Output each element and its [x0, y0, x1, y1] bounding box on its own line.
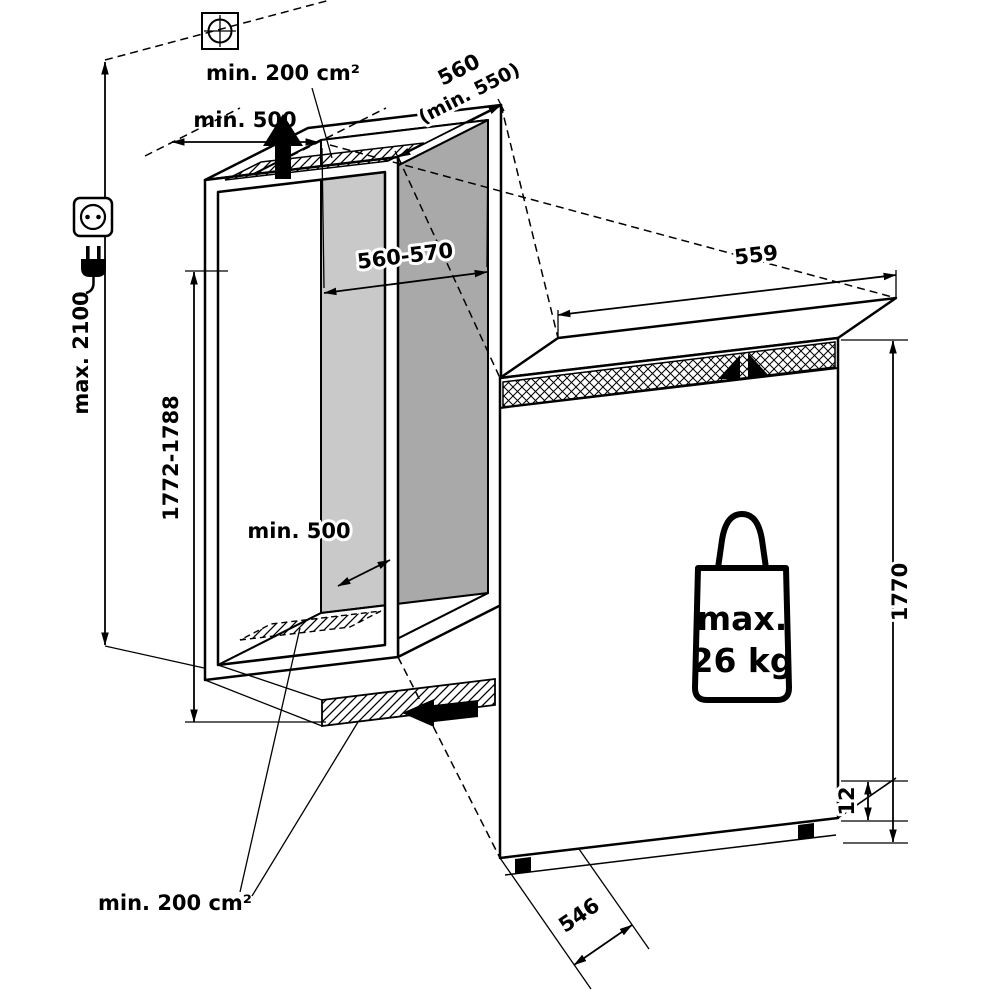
- socket-pin-hole-left: [85, 214, 90, 220]
- bottom-vent-leader-plinth: [251, 721, 359, 897]
- niche-height-label: 1772-1788: [159, 395, 183, 521]
- weight-value-label: 26 kg: [691, 641, 794, 680]
- floor-tie-line: [104, 645, 205, 669]
- plug-pin-left: [86, 246, 90, 259]
- socket-icon: [72, 196, 114, 238]
- floor-clearance-dim-line: [337, 559, 391, 587]
- niche-depth-dim-line: [397, 104, 502, 158]
- clearance-ext-right: [290, 107, 387, 157]
- top-vent-label: min. 200 cm²: [206, 61, 360, 85]
- appliance-base-line: [504, 834, 837, 876]
- plug-pin-right: [97, 246, 101, 259]
- floor-vent-area: [239, 610, 382, 641]
- appliance-foot-right: [798, 823, 814, 840]
- alignment-line-back: [500, 104, 559, 339]
- clearance-ext-left: [144, 107, 241, 157]
- appliance: max. 26 kg: [498, 296, 898, 876]
- alignment-line-front: [397, 156, 501, 379]
- door-top-gap-line: [499, 367, 839, 409]
- appliance-depth-ext-front: [499, 857, 592, 990]
- construction-lines: [104, 0, 897, 859]
- top-vent-leader: [311, 87, 333, 159]
- floor-clearance-label: min. 500: [247, 519, 350, 543]
- appliance-foot-left: [515, 857, 531, 874]
- register-mark-icon: [201, 12, 239, 50]
- plug-cord: [85, 277, 95, 295]
- door-weight-icon: max. 26 kg: [691, 511, 794, 703]
- airflow-out-arrow-icon: [263, 114, 303, 179]
- plinth-edge-inner: [217, 664, 323, 701]
- appliance-width-label: 559: [733, 240, 779, 269]
- grille-chevron-left: [718, 355, 740, 379]
- socket-circle: [79, 203, 107, 231]
- airflow-in-arrow-icon: [402, 699, 478, 727]
- bottom-vent-leader-floor: [239, 627, 301, 893]
- plinth-vent-strip: [321, 677, 496, 728]
- niche-width-dim-line: [323, 269, 488, 296]
- vent-labels: min. 200 cm² min. 200 cm²: [95, 58, 363, 918]
- plug-icon: [81, 246, 106, 295]
- plinth-edge-left: [204, 679, 323, 727]
- appliance-depth-dim-line: [573, 924, 633, 966]
- weight-max-label: max.: [697, 599, 787, 638]
- weight-body: [692, 565, 792, 703]
- appliance-width-dim-line: [557, 272, 897, 318]
- grille-chevron-right: [748, 353, 770, 377]
- symbols: [72, 12, 239, 295]
- niche-depth-tick-back: [497, 98, 505, 112]
- register-mark-frame: [201, 12, 239, 50]
- niche-width-ext-left: [321, 147, 325, 289]
- bottom-gap-label: 12: [835, 786, 859, 815]
- alignment-line-long: [329, 144, 897, 299]
- bottom-vent-label: min. 200 cm²: [98, 891, 252, 915]
- top-clearance-label: min. 500: [193, 108, 296, 132]
- socket-pin-hole-right: [96, 214, 101, 220]
- plug-body: [81, 259, 106, 277]
- alignment-line-bottom: [397, 656, 501, 859]
- appliance-height-label: 1770: [888, 563, 912, 621]
- appliance-depth-ext-back: [578, 848, 650, 950]
- socket-frame: [72, 196, 114, 238]
- niche-width-ext-right: [486, 126, 489, 268]
- max-height-label: max. 2100: [69, 291, 93, 414]
- niche-interior-left-wall: [217, 139, 322, 666]
- niche-depth-tick-front: [394, 150, 402, 164]
- weight-knob: [715, 511, 769, 571]
- niche-interior-right-wall: [384, 119, 489, 646]
